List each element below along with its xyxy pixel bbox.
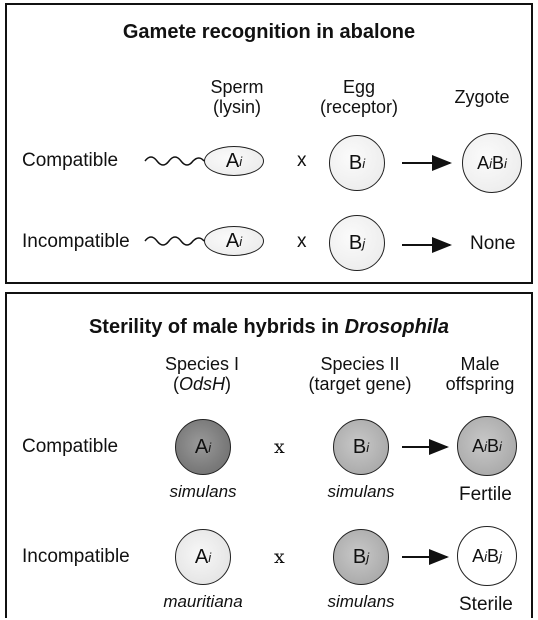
top-panel-decorations <box>7 5 531 282</box>
male-hybrid-sterility-panel: Sterility of male hybrids in Drosophila … <box>5 292 533 618</box>
gamete-recognition-panel: Gamete recognition in abalone Sperm (lys… <box>5 3 533 284</box>
sperm-tail <box>145 237 204 245</box>
bottom-panel-decorations <box>7 294 531 620</box>
sperm-tail <box>145 157 204 165</box>
